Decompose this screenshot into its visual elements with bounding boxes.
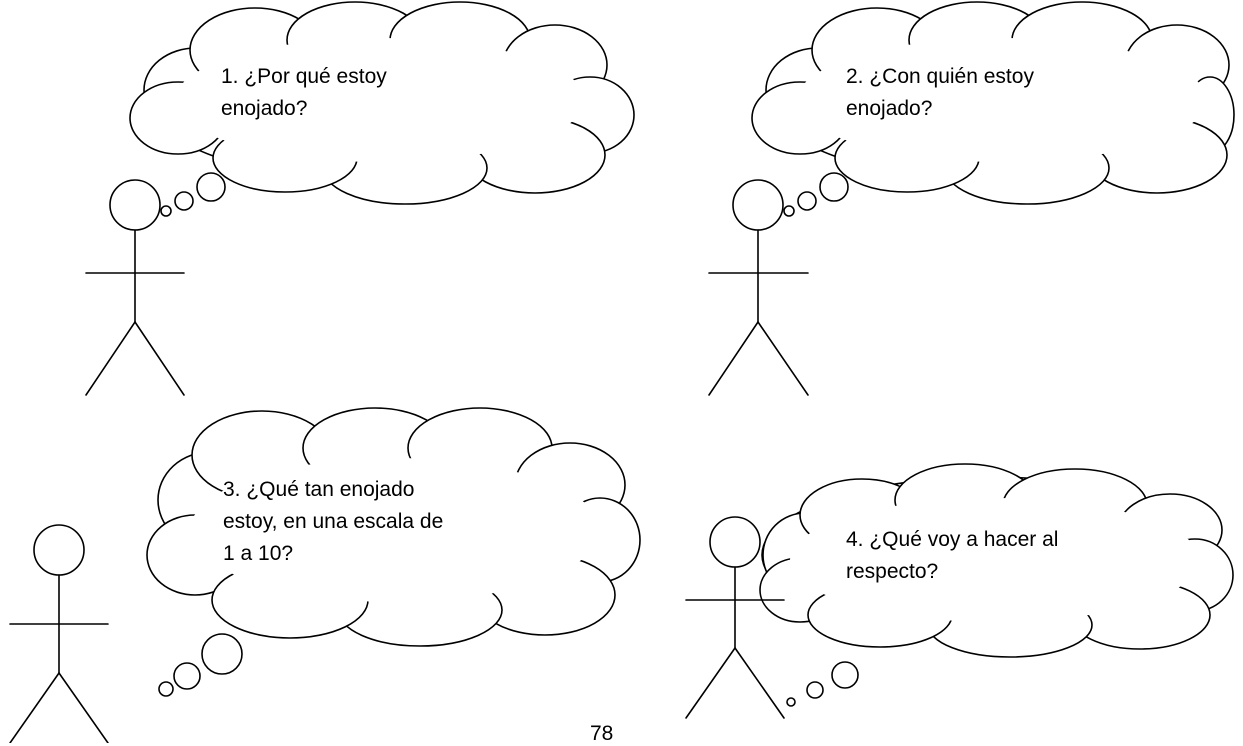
question-2-line-2: enojado?: [846, 97, 933, 120]
question-2: 2. ¿Con quién estoy enojado?: [846, 61, 1034, 125]
thought-cloud-3: [146, 407, 641, 647]
thought-cloud-1: [129, 1, 635, 205]
thought-bubbles-4: [786, 661, 859, 707]
question-2-line-1: 2. ¿Con quién estoy: [846, 65, 1034, 88]
thought-bubbles-2: [783, 172, 849, 217]
thought-bubbles-1: [160, 172, 226, 217]
stick-figure-2: [708, 179, 809, 396]
stick-figure-3: [9, 524, 109, 743]
thought-bubbles-3: [158, 633, 243, 697]
thought-cloud-2: [751, 1, 1235, 205]
question-4: 4. ¿Qué voy a hacer al respecto?: [846, 524, 1058, 588]
question-1-line-2: enojado?: [221, 97, 308, 120]
question-4-line-1: 4. ¿Qué voy a hacer al: [846, 528, 1059, 551]
page-number: 78: [590, 722, 614, 745]
question-3-line-3: 1 a 10?: [223, 542, 294, 565]
question-1: 1. ¿Por qué estoy enojado?: [221, 61, 387, 125]
question-3-line-1: 3. ¿Qué tan enojado: [223, 478, 415, 501]
question-3-line-2: estoy, en una escala de: [223, 510, 444, 533]
stick-figure-1: [85, 179, 185, 396]
stick-figure-4: [685, 516, 785, 719]
question-1-line-1: 1. ¿Por qué estoy: [221, 65, 387, 88]
thought-cloud-4: [759, 463, 1234, 658]
question-4-line-2: respecto?: [846, 560, 939, 583]
question-3: 3. ¿Qué tan enojado estoy, en una escala…: [223, 474, 443, 570]
